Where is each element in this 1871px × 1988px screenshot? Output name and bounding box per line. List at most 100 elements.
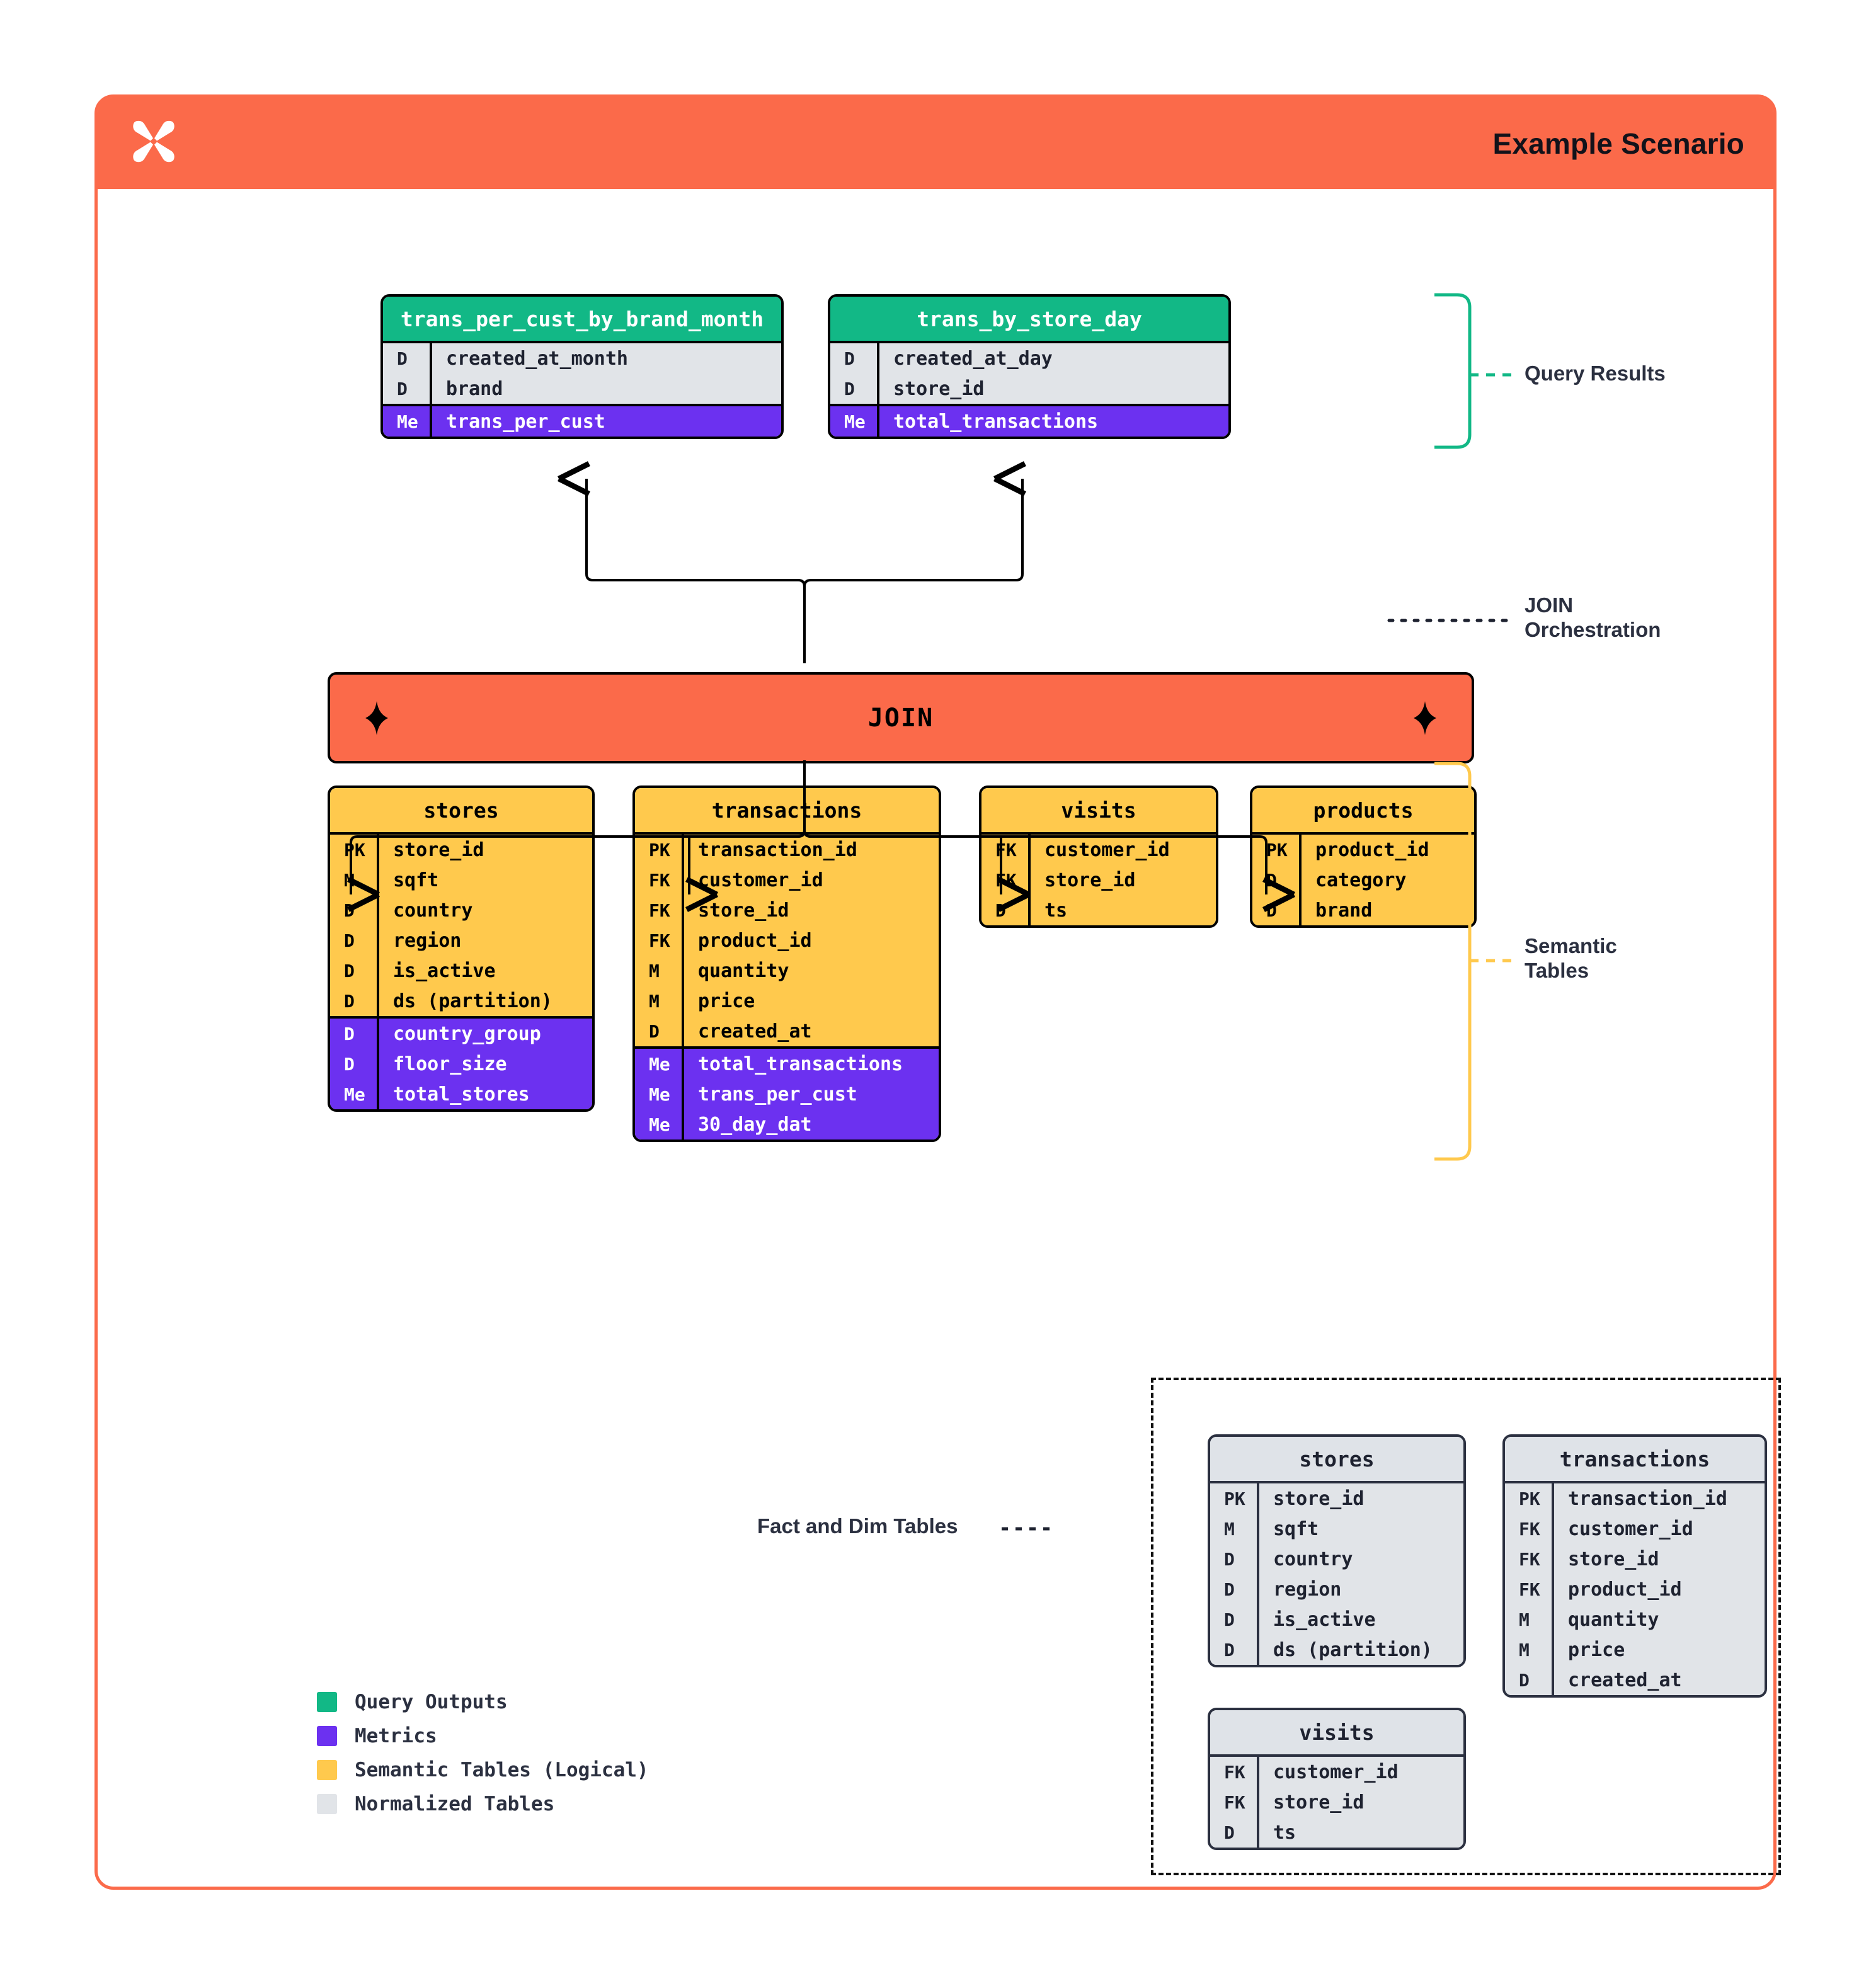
row-field: ts (1257, 1817, 1463, 1848)
legend: Query Outputs Metrics Semantic Tables (L… (317, 1685, 649, 1821)
row-field: trans_per_cust (682, 1079, 939, 1109)
join-label: JOIN (867, 703, 934, 733)
row-field: created_at_month (430, 343, 781, 374)
row-key: M (649, 960, 660, 981)
annotation-fact-and-dim-tables: Fact and Dim Tables (757, 1514, 958, 1539)
row-key: Me (397, 411, 418, 432)
table-row[interactable]: D store_id (830, 374, 1228, 404)
legend-item-semantic-tables: Semantic Tables (Logical) (317, 1753, 649, 1787)
table-row[interactable]: Me trans_per_cust (383, 406, 781, 437)
row-field: total_transactions (682, 1049, 939, 1079)
row-key: D (1266, 900, 1277, 921)
query-result-table-trans-by-store-day[interactable]: trans_by_store_day D created_at_day D st… (828, 294, 1231, 439)
row-key: D (995, 900, 1006, 921)
row-field: quantity (682, 956, 939, 986)
table-title: products (1252, 788, 1474, 832)
join-orchestration-bar[interactable]: JOIN (328, 672, 1474, 763)
row-key: M (344, 869, 355, 891)
table-row[interactable]: Me total_transactions (635, 1049, 939, 1079)
legend-label: Normalized Tables (355, 1793, 555, 1815)
table-title: visits (981, 788, 1216, 832)
annotation-query-results: Query Results (1525, 362, 1666, 386)
annotation-semantic-tables: Semantic Tables (1525, 934, 1617, 983)
card-header: Example Scenario (98, 98, 1773, 189)
table-title: stores (330, 788, 592, 832)
row-key: D (1224, 1609, 1235, 1630)
dimension-section: D created_at_day D store_id (830, 343, 1228, 404)
row-field: product_id (682, 925, 939, 956)
annotation-label-line1: Semantic (1525, 934, 1617, 957)
row-field: quantity (1552, 1604, 1765, 1635)
table-row[interactable]: D brand (383, 374, 781, 404)
table-row[interactable]: Me total_transactions (830, 406, 1228, 437)
row-key: PK (649, 839, 670, 860)
table-row[interactable]: D created_at_month (383, 343, 781, 374)
legend-label: Semantic Tables (Logical) (355, 1759, 649, 1781)
annotation-label: Query Results (1525, 362, 1666, 385)
row-key: D (344, 930, 355, 951)
query-result-table-trans-per-cust-by-brand-month[interactable]: trans_per_cust_by_brand_month D created_… (380, 294, 784, 439)
row-field: brand (1299, 895, 1474, 925)
metric-section: Me trans_per_cust (383, 404, 781, 437)
annotation-join-orchestration: JOIN Orchestration (1525, 593, 1661, 643)
table-row[interactable]: D created_at_day (830, 343, 1228, 374)
row-key: FK (995, 839, 1017, 860)
row-field: store_id (1552, 1544, 1765, 1574)
row-field: sqft (377, 865, 592, 895)
row-key: Me (649, 1053, 670, 1075)
